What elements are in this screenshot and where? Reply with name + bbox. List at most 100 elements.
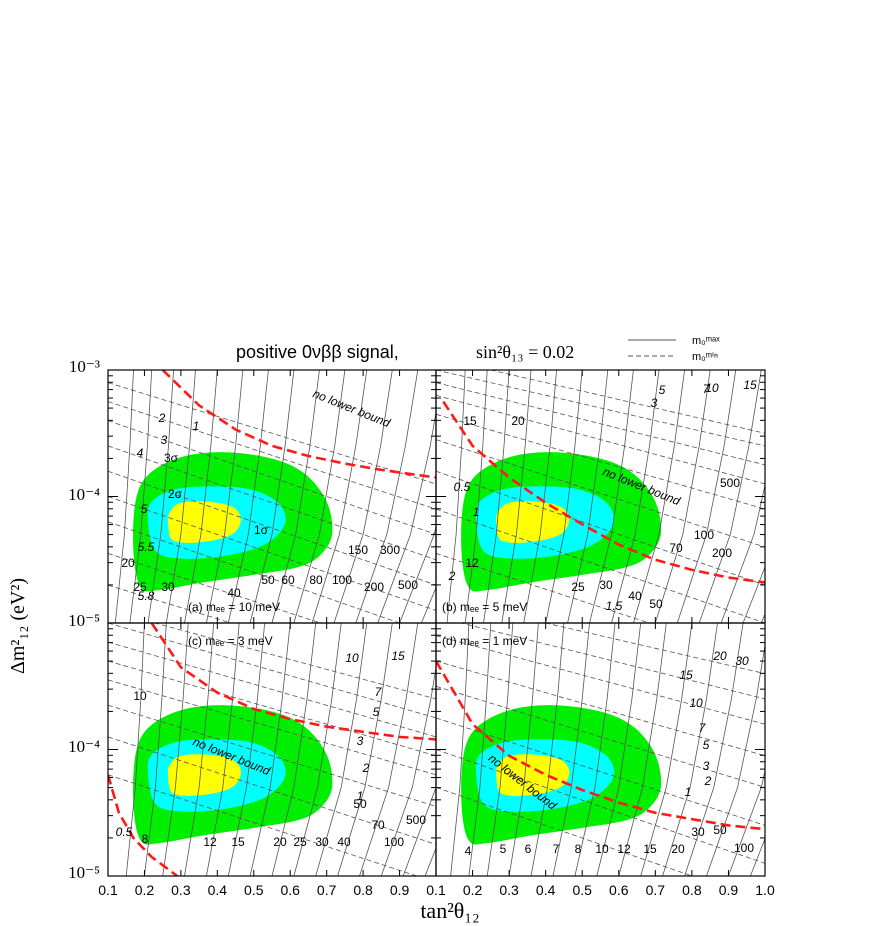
contour-label-min: 7 bbox=[703, 382, 711, 396]
contour-max bbox=[574, 623, 616, 876]
label-3sigma: 3σ bbox=[164, 451, 179, 465]
contour-label-max: 100 bbox=[384, 835, 404, 849]
contour-label-min: 2 bbox=[362, 761, 370, 775]
contour-label-min: 10 bbox=[345, 651, 359, 665]
contour-max bbox=[530, 623, 565, 876]
x-tick-label: 0.5 bbox=[244, 882, 264, 898]
panel-label: (a) mₑₑ = 10 meV bbox=[188, 600, 280, 614]
contour-min bbox=[543, 623, 765, 674]
contour-max bbox=[337, 623, 393, 876]
contour-label-min: 20 bbox=[712, 649, 727, 663]
contour-max bbox=[589, 370, 634, 623]
contour-label-min: 2 bbox=[158, 411, 166, 425]
contour-max bbox=[760, 612, 765, 623]
contour-max bbox=[227, 623, 266, 876]
x-tick-label: 0.1 bbox=[426, 882, 446, 898]
label-2sigma: 2σ bbox=[168, 487, 183, 501]
contour-max bbox=[728, 769, 765, 876]
contour-label-max: 40 bbox=[337, 835, 351, 849]
contour-label-max: 12 bbox=[465, 556, 479, 570]
contour-max bbox=[293, 623, 342, 876]
y-axis-title: Δm²₁₂ (eV²) bbox=[7, 578, 29, 674]
contour-min bbox=[436, 787, 694, 876]
x-tick-label: 0.3 bbox=[499, 882, 519, 898]
y-tick-label: 10⁻⁵ bbox=[68, 863, 100, 882]
contour-label-min: 15 bbox=[743, 378, 757, 392]
y-tick-label: 10⁻⁵ bbox=[68, 611, 100, 630]
contour-max bbox=[633, 370, 685, 623]
contour-label-max: 70 bbox=[669, 541, 683, 555]
contour-min bbox=[108, 584, 233, 623]
contour-label-min: 5.5 bbox=[138, 540, 155, 554]
contour-max bbox=[162, 623, 189, 876]
contour-max bbox=[483, 370, 510, 623]
contour-min bbox=[436, 717, 765, 826]
contour-min bbox=[108, 679, 436, 776]
region-1sigma bbox=[496, 501, 570, 543]
contour-max bbox=[446, 370, 466, 623]
contour-min bbox=[108, 774, 419, 876]
contour-label-min: 3 bbox=[651, 396, 658, 410]
x-tick-label: 0.8 bbox=[353, 882, 373, 898]
contour-label-max: 30 bbox=[161, 580, 175, 594]
contour-label-min: 3 bbox=[357, 734, 364, 748]
contour-label-max: 50 bbox=[261, 573, 275, 587]
contour-max bbox=[596, 623, 642, 876]
contour-min bbox=[108, 704, 436, 807]
boundary-curve bbox=[436, 660, 765, 831]
contour-label-max: 25 bbox=[571, 580, 585, 594]
x-tick-label: 0.4 bbox=[208, 882, 228, 898]
contour-min bbox=[108, 521, 401, 623]
contour-label-min: 1.5 bbox=[606, 599, 623, 613]
contour-label-max: 7 bbox=[553, 842, 560, 856]
annotation-no-lower-bound: no lower bound bbox=[311, 386, 393, 430]
contour-min bbox=[436, 382, 765, 466]
x-axis-title: tan²θ₁₂ bbox=[420, 898, 479, 923]
x-tick-label: 0.2 bbox=[463, 882, 483, 898]
contour-label-max: 200 bbox=[364, 580, 384, 594]
contour-label-min: 5 bbox=[373, 705, 380, 719]
contour-label-max: 50 bbox=[649, 597, 663, 611]
y-tick-label: 10⁻³ bbox=[69, 357, 100, 376]
contour-label-max: 150 bbox=[348, 543, 368, 557]
contour-max bbox=[147, 370, 174, 623]
contour-max bbox=[114, 370, 134, 623]
contour-label-max: 5 bbox=[500, 842, 507, 856]
contour-label-min: 0.5 bbox=[454, 480, 471, 494]
contour-max bbox=[271, 370, 320, 623]
contour-label-min: 2 bbox=[704, 774, 712, 788]
contour-label-max: 100 bbox=[332, 573, 352, 587]
contour-max bbox=[333, 370, 393, 623]
contour-min bbox=[436, 470, 765, 586]
contour-label-min: 3 bbox=[161, 433, 168, 447]
contour-label-min: 0.5 bbox=[116, 825, 133, 839]
contour-max bbox=[249, 370, 295, 623]
contour-max bbox=[129, 370, 153, 623]
contour-label-max: 40 bbox=[628, 589, 642, 603]
contour-min bbox=[108, 660, 436, 757]
contour-label-max: 500 bbox=[398, 578, 418, 592]
contour-max bbox=[402, 785, 436, 876]
contour-label-max: 100 bbox=[694, 528, 714, 542]
contour-max bbox=[249, 623, 291, 876]
contour-max bbox=[380, 665, 436, 876]
contour-label-min: 15 bbox=[679, 668, 693, 682]
contour-max bbox=[227, 370, 269, 623]
contour-label-max: 25 bbox=[133, 580, 147, 594]
contour-label-min: 2 bbox=[448, 569, 456, 583]
x-tick-label: 0.2 bbox=[135, 882, 155, 898]
contour-max bbox=[464, 370, 488, 623]
contour-label-max: 30 bbox=[691, 825, 705, 839]
contour-min bbox=[436, 370, 765, 447]
contour-max bbox=[567, 370, 609, 623]
contour-max bbox=[552, 623, 590, 876]
contour-label-max: 500 bbox=[406, 813, 426, 827]
contour-label-max: 100 bbox=[734, 841, 754, 855]
contour-min bbox=[436, 635, 765, 725]
contour-label-max: 12 bbox=[203, 835, 217, 849]
contour-max bbox=[311, 370, 368, 623]
contour-label-max: 20 bbox=[121, 556, 135, 570]
contour-label-max: 500 bbox=[720, 476, 740, 490]
contour-max bbox=[545, 370, 583, 623]
contour-label-max: 40 bbox=[227, 586, 241, 600]
